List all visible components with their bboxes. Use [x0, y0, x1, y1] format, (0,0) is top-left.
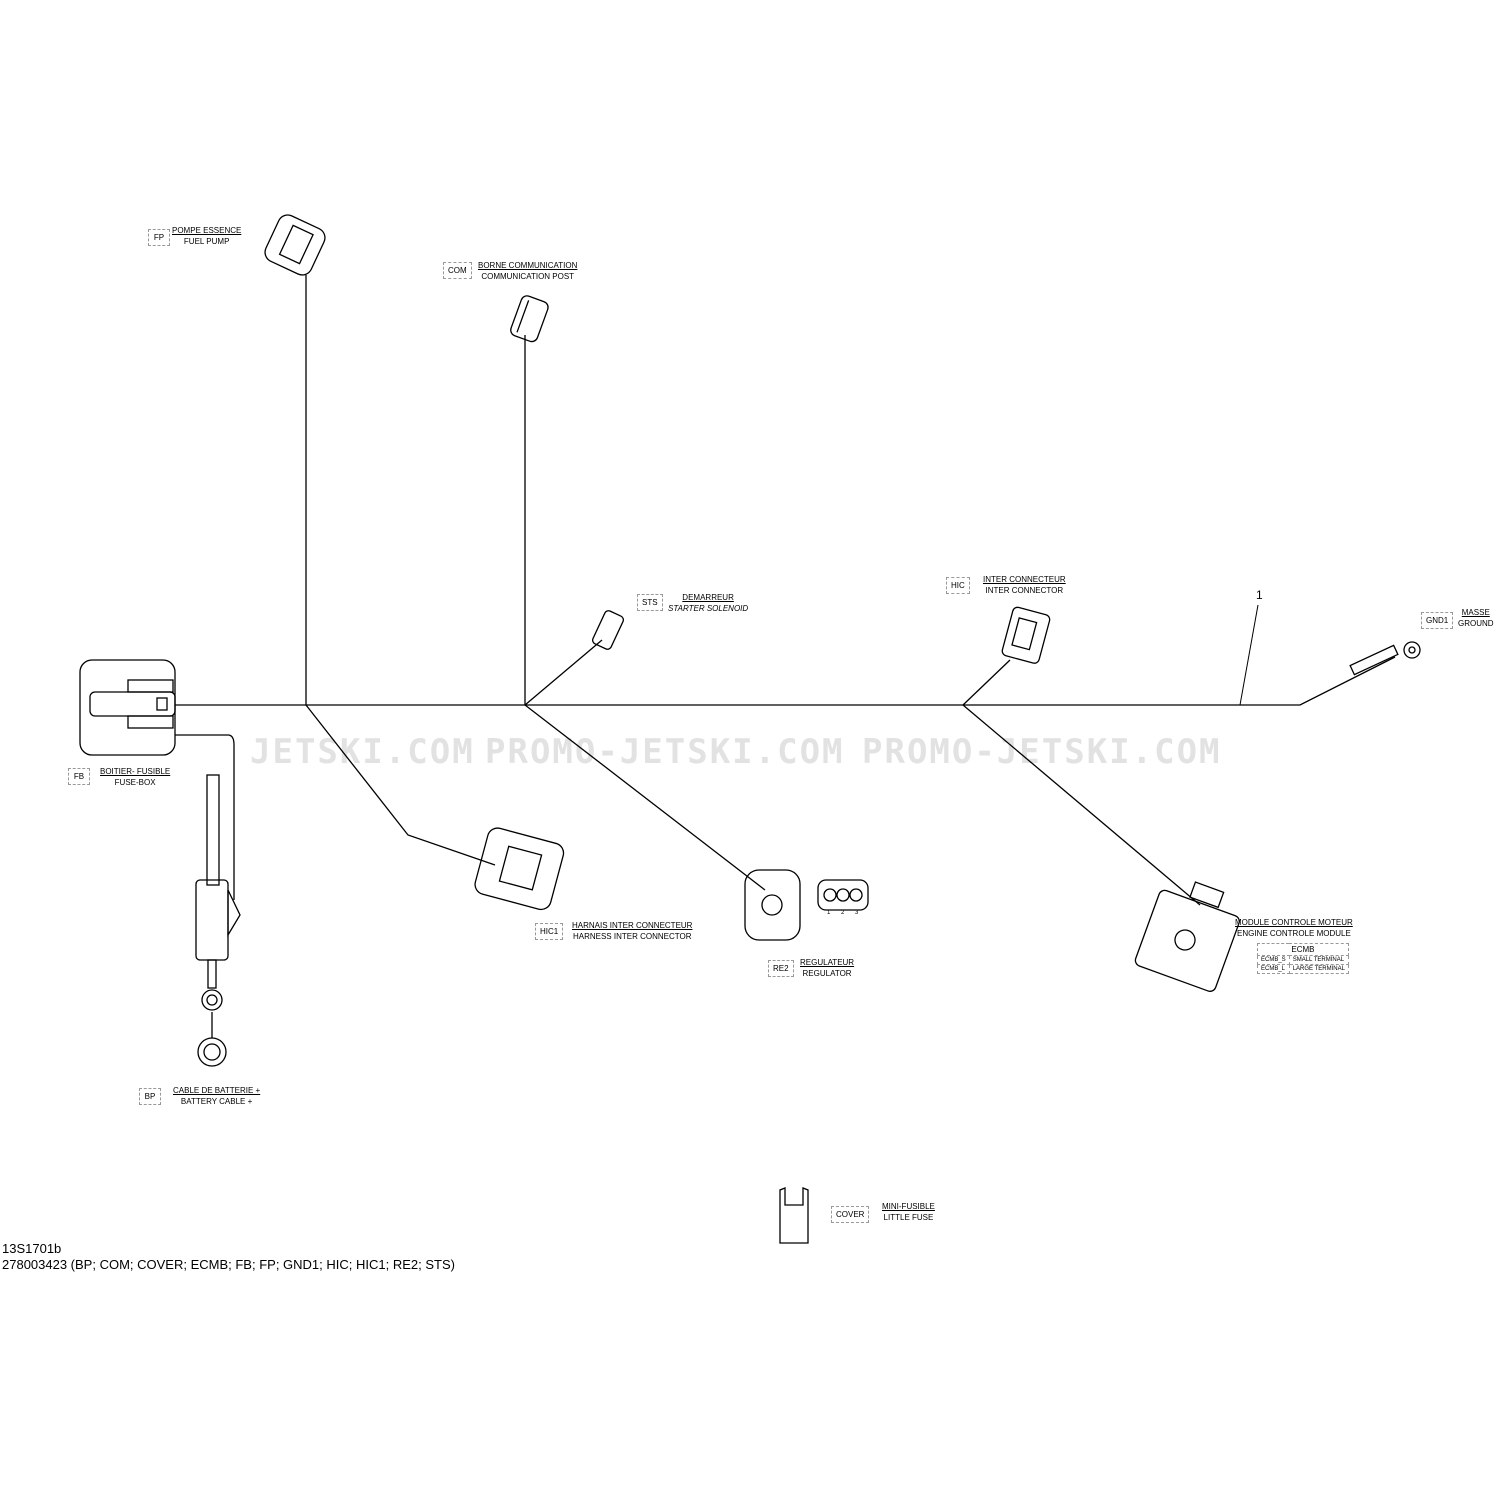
table-cell: ECMB_S	[1257, 955, 1290, 965]
hic-wire	[962, 659, 1011, 706]
bp-wire	[175, 734, 235, 900]
label-fp: POMPE ESSENCE FUEL PUMP	[172, 225, 241, 247]
label-en: INTER CONNECTOR	[985, 586, 1064, 595]
label-en: REGULATOR	[802, 969, 852, 978]
label-fr: BOITIER- FUSIBLE	[100, 767, 171, 776]
label-fr: MINI-FUSIBLE	[882, 1202, 935, 1211]
label-hic1: HARNAIS INTER CONNECTEUR HARNESS INTER CO…	[572, 920, 692, 942]
sts-connector	[591, 610, 625, 650]
ground-ring-terminal	[1349, 641, 1421, 676]
table-title: ECMB	[1257, 943, 1349, 956]
label-fr: POMPE ESSENCE	[172, 226, 242, 235]
label-en: STARTER SOLENOID	[668, 604, 749, 613]
item-callout: 1	[1256, 588, 1263, 602]
label-bp: CABLE DE BATTERIE + BATTERY CABLE +	[173, 1085, 260, 1107]
label-gnd1: MASSE GROUND	[1458, 607, 1494, 629]
label-com: BORNE COMMUNICATION COMMUNICATION POST	[478, 260, 577, 282]
part-number: 278003423 (BP; COM; COVER; ECMB; FB; FP;…	[2, 1257, 455, 1272]
code-badge-fb: FB	[68, 768, 90, 785]
fuse-box	[79, 659, 176, 756]
com-connector	[510, 295, 549, 343]
label-fr: MODULE CONTROLE MOTEUR	[1235, 918, 1353, 927]
pin-number: 3	[855, 910, 859, 916]
label-fr: MASSE	[1461, 608, 1490, 617]
hic1-wire	[305, 704, 496, 866]
label-ecm: MODULE CONTROLE MOTEUR ENGINE CONTROLE MO…	[1235, 917, 1353, 939]
regulator-pin-face	[817, 879, 869, 911]
label-en: FUSE-BOX	[114, 778, 156, 787]
table-cell: LARGE TERMINAL	[1288, 964, 1349, 974]
code-badge-hic: HIC	[946, 577, 970, 594]
sts-wire	[524, 639, 603, 706]
code-badge-com: COM	[443, 262, 472, 279]
table-cell: ECMB_L	[1257, 964, 1290, 974]
mini-fuse	[779, 1187, 809, 1244]
label-fr: HARNAIS INTER CONNECTEUR	[572, 921, 693, 930]
label-fb: BOITIER- FUSIBLE FUSE-BOX	[100, 766, 170, 788]
watermark: PROMO-JETSKI.COM	[862, 732, 1222, 772]
code-badge-bp: BP	[139, 1088, 161, 1105]
code-badge-gnd1: GND1	[1421, 612, 1454, 629]
code-badge-fp: FP	[148, 229, 170, 246]
label-en: LITTLE FUSE	[883, 1213, 934, 1222]
code-badge-hic1: HIC1	[535, 923, 564, 940]
pin-number: 1	[827, 910, 831, 916]
main-trunk-wire	[175, 656, 1396, 706]
label-en: GROUND	[1458, 619, 1494, 628]
battery-cable-terminal	[195, 774, 241, 1067]
hic1-connector	[474, 827, 565, 911]
re2-wire	[524, 704, 766, 891]
watermark: JETSKI.COM	[250, 732, 475, 772]
drawing-id: 13S1701b	[2, 1241, 62, 1256]
label-fr: CABLE DE BATTERIE +	[173, 1086, 261, 1095]
label-en: HARNESS INTER CONNECTOR	[572, 932, 692, 941]
ecm-module	[1134, 881, 1240, 992]
label-cover: MINI-FUSIBLE LITTLE FUSE	[882, 1201, 935, 1223]
label-en: ENGINE CONTROLE MODULE	[1237, 929, 1351, 938]
label-re2: REGULATEUR REGULATOR	[800, 957, 854, 979]
label-hic: INTER CONNECTEUR INTER CONNECTOR	[983, 574, 1066, 596]
ecm-wire	[962, 704, 1201, 906]
label-sts: DEMARREUR STARTER SOLENOID	[668, 592, 748, 614]
label-en: FUEL PUMP	[183, 237, 230, 246]
code-badge-cover: COVER	[831, 1206, 870, 1223]
label-en: BATTERY CABLE +	[180, 1097, 253, 1106]
label-fr: REGULATEUR	[800, 958, 855, 967]
hic-connector	[1001, 606, 1051, 664]
label-en: COMMUNICATION POST	[481, 272, 575, 281]
watermark: PROMO-JETSKI.COM	[485, 732, 845, 772]
callout-leader	[1239, 604, 1259, 706]
code-badge-re2: RE2	[768, 960, 794, 977]
code-badge-sts: STS	[637, 594, 663, 611]
label-fr: BORNE COMMUNICATION	[478, 261, 578, 270]
label-fr: DEMARREUR	[682, 593, 734, 602]
regulator-connector	[744, 869, 801, 941]
table-cell: SMALL TERMINAL	[1288, 955, 1349, 965]
pin-number: 2	[841, 910, 845, 916]
fuel-pump-connector	[264, 214, 326, 276]
label-fr: INTER CONNECTEUR	[983, 575, 1066, 584]
